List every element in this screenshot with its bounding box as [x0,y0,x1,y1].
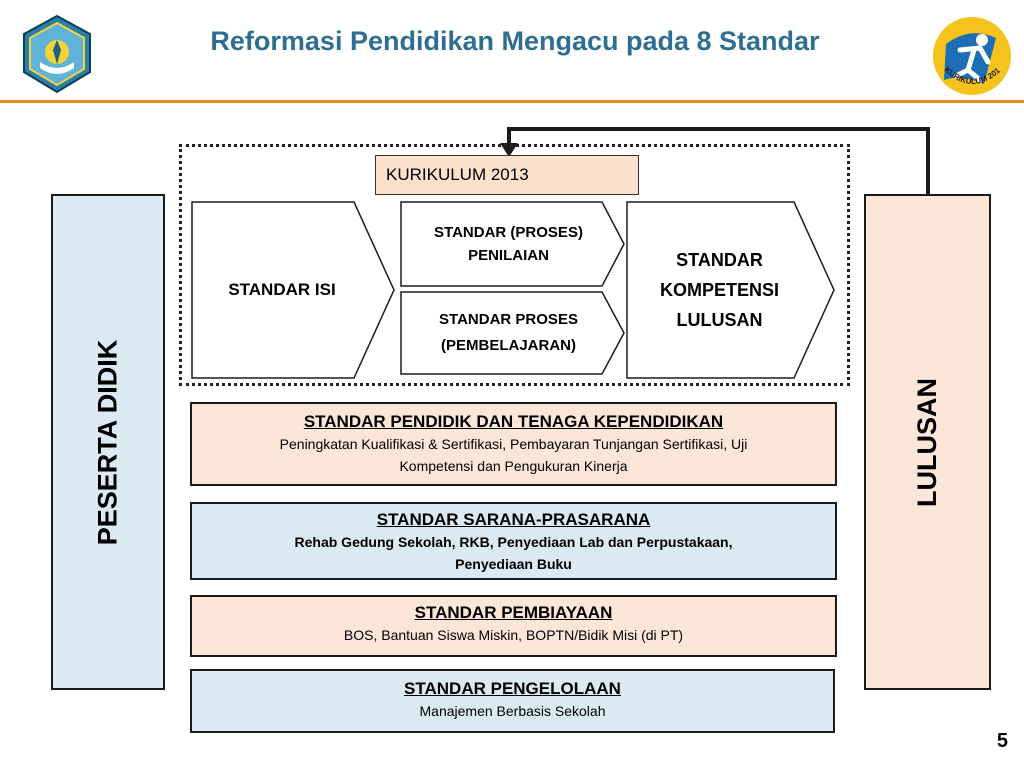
skl-chevron [626,201,835,379]
kurikulum-2013-logo: KURIKULUM 2013 [928,7,1014,98]
standar-sarana-desc-2: Penyediaan Buku [455,556,572,572]
standar-isi-label: STANDAR ISI [228,280,336,299]
standar-pengelolaan-box: STANDAR PENGELOLAAN Manajemen Berbasis S… [190,669,835,733]
standar-penilaian-label: STANDAR (PROSES) PENILAIAN [434,224,583,264]
standar-sarana-box: STANDAR SARANA-PRASARANA Rehab Gedung Se… [190,502,837,580]
proses-chevron [400,291,625,375]
standar-pembiayaan-desc: BOS, Bantuan Siswa Miskin, BOPTN/Bidik M… [343,627,684,643]
lulusan-column: LULUSAN [864,194,991,690]
tut-wuri-handayani-logo [20,14,94,94]
penilaian-chevron [400,201,625,287]
standar-pendidik-desc-2: Kompetensi dan Pengukuran Kinerja [399,458,628,474]
standar-pendidik-desc-1: Peningkatan Kualifikasi & Sertifikasi, P… [279,436,748,452]
standar-pengelolaan-heading: STANDAR PENGELOLAAN [404,679,621,698]
standar-pendidik-box: STANDAR PENDIDIK DAN TENAGA KEPENDIDIKAN… [190,402,837,486]
standar-pengelolaan-desc: Manajemen Berbasis Sekolah [419,703,606,719]
standar-isi-chevron [191,201,395,379]
kurikulum-box: KURIKULUM 2013 [375,155,639,195]
standar-proses-label: STANDAR PROSES (PEMBELAJARAN) [439,311,578,354]
standar-pembiayaan-box: STANDAR PEMBIAYAAN BOS, Bantuan Siswa Mi… [190,595,837,657]
header-divider [0,100,1024,103]
standar-sarana-desc-1: Rehab Gedung Sekolah, RKB, Penyediaan La… [294,534,733,550]
standar-pembiayaan-heading: STANDAR PEMBIAYAAN [414,603,613,622]
curriculum-frame [179,144,850,386]
standar-pendidik-heading: STANDAR PENDIDIK DAN TENAGA KEPENDIDIKAN [303,412,724,431]
page-title: Reformasi Pendidikan Mengacu pada 8 Stan… [210,26,820,56]
page-number: 5 [996,730,1008,752]
standar-sarana-heading: STANDAR SARANA-PRASARANA [376,510,651,529]
standar-kompetensi-lulusan-label: STANDAR KOMPETENSI LULUSAN [659,250,779,330]
peserta-didik-column: PESERTA DIDIK [51,194,165,690]
